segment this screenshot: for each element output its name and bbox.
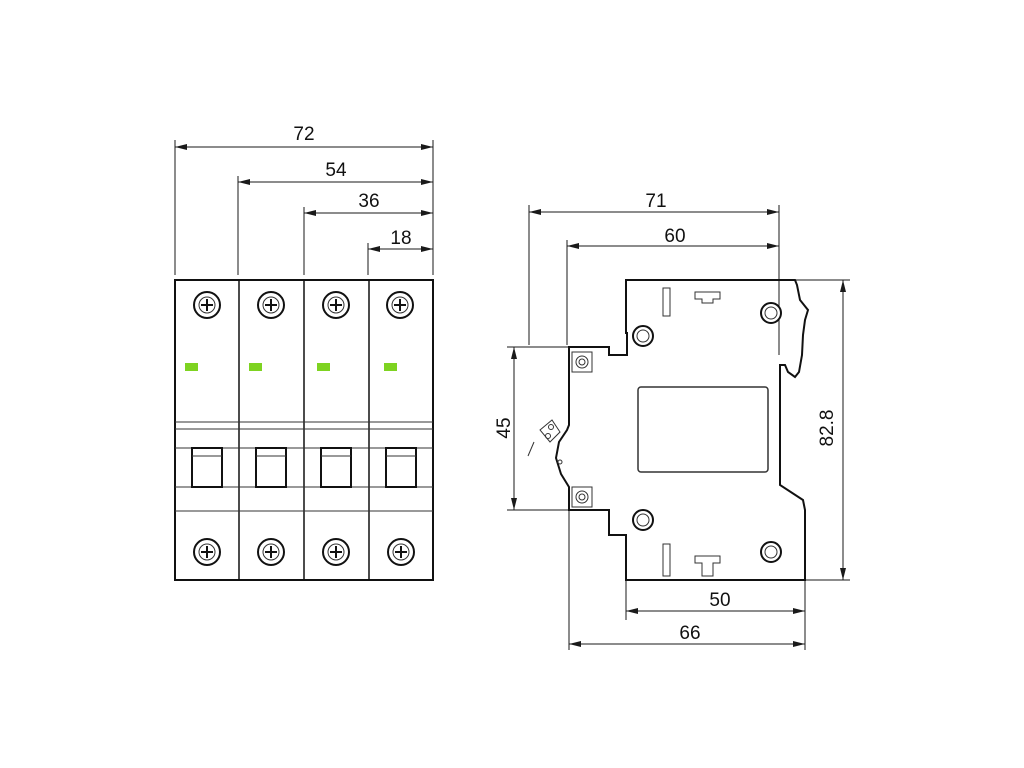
dimension-label-71: 71 [645,191,666,212]
status-indicator [185,363,198,371]
mounting-hole-icon [760,302,782,324]
clip-slot [662,287,721,317]
side-body-outline [554,279,810,581]
status-indicator [317,363,330,371]
toggle-handle [191,447,223,488]
dimension-label-72: 72 [293,124,314,145]
dimension-66: 66 [569,623,805,647]
pole-3 [317,291,352,566]
dimension-36: 36 [304,191,433,216]
side-extension-lines [507,205,850,650]
pole-dividers [238,280,370,580]
clip-slot [662,543,721,577]
terminal-screw-icon [322,538,350,566]
pole-2 [249,291,287,566]
toggle-handle [385,447,417,488]
front-view: 72 54 36 18 [174,124,434,581]
dimension-label-18: 18 [390,228,411,249]
terminal-screw-icon [257,538,285,566]
terminal-screw-icon [322,291,350,319]
dimension-label-54: 54 [325,160,347,181]
toggle-lever [527,419,563,465]
pole-1 [185,291,223,566]
dimension-label-50: 50 [709,590,730,611]
dimension-18: 18 [368,228,433,252]
dimension-60: 60 [567,226,779,249]
terminal-screw-icon [193,291,221,319]
terminal-screw-icon [193,538,221,566]
dimension-54: 54 [238,160,433,185]
toggle-handle [320,447,352,488]
dimension-45: 45 [494,347,517,510]
side-view: 71 60 45 82.8 50 [494,191,850,650]
dimension-71: 71 [529,191,779,215]
dimension-label-66: 66 [679,623,700,644]
pole-4 [384,291,417,566]
terminal-screw-icon [387,538,415,566]
terminal-screw-icon [386,291,414,319]
toggle-handle [255,447,287,488]
mounting-hole-icon [760,541,782,563]
front-extension-lines [174,140,434,275]
dimension-82-8: 82.8 [817,280,846,580]
mounting-hole-icon [632,325,654,347]
dimension-label-45: 45 [494,417,515,438]
label-window [637,386,769,473]
dimension-50: 50 [626,590,805,614]
terminal-screw-icon [257,291,285,319]
status-indicator [384,363,397,371]
status-indicator [249,363,262,371]
dimension-label-60: 60 [664,226,685,247]
rivet-icon [571,486,593,508]
rivet-icon [571,351,593,373]
dimension-72: 72 [175,124,433,150]
dimension-label-36: 36 [358,191,379,212]
dimension-label-82-8: 82.8 [817,410,838,447]
mounting-hole-icon [632,509,654,531]
